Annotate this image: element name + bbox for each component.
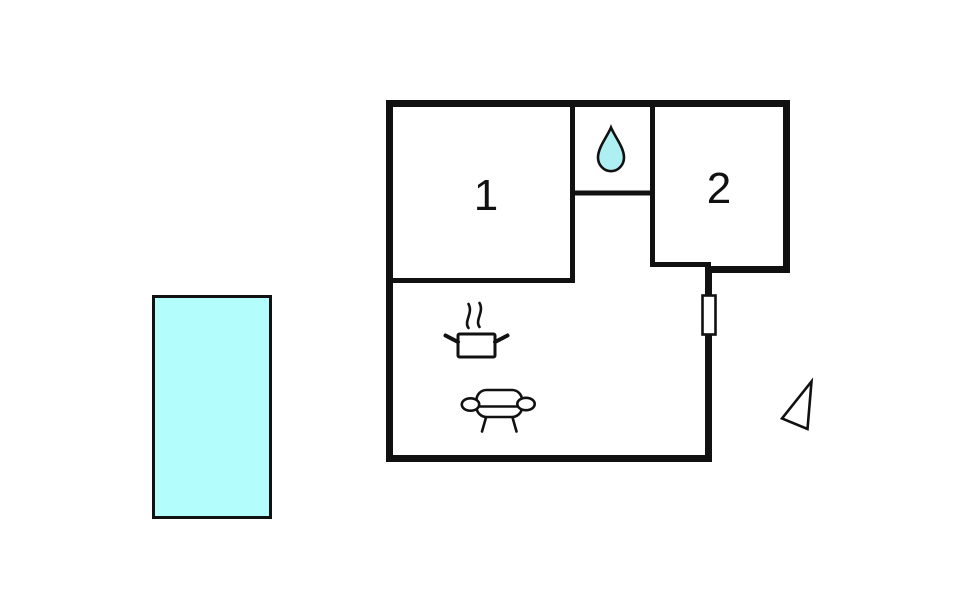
sofa-leg: [511, 416, 518, 433]
water-drop-icon: [596, 124, 626, 173]
interior-walls: [387, 101, 711, 283]
window-marker: [701, 294, 717, 336]
steam-line: [465, 302, 472, 330]
sofa-armrest-left: [460, 396, 481, 412]
pot-handle-right: [493, 333, 510, 344]
pot-handle-left: [443, 333, 460, 344]
outer-wall: [386, 100, 790, 462]
steam-line: [476, 301, 483, 329]
north-arrow-icon: [779, 377, 814, 431]
sofa-icon: [460, 388, 536, 433]
cooking-pot-icon: [443, 301, 510, 359]
sofa-body: [475, 388, 524, 419]
room-1-label: 1: [474, 171, 498, 220]
sofa-leg: [480, 416, 488, 433]
sofa-armrest-right: [515, 396, 536, 412]
swimming-pool: [152, 295, 272, 519]
room-2-label: 2: [707, 164, 731, 213]
pot-body: [456, 332, 497, 359]
